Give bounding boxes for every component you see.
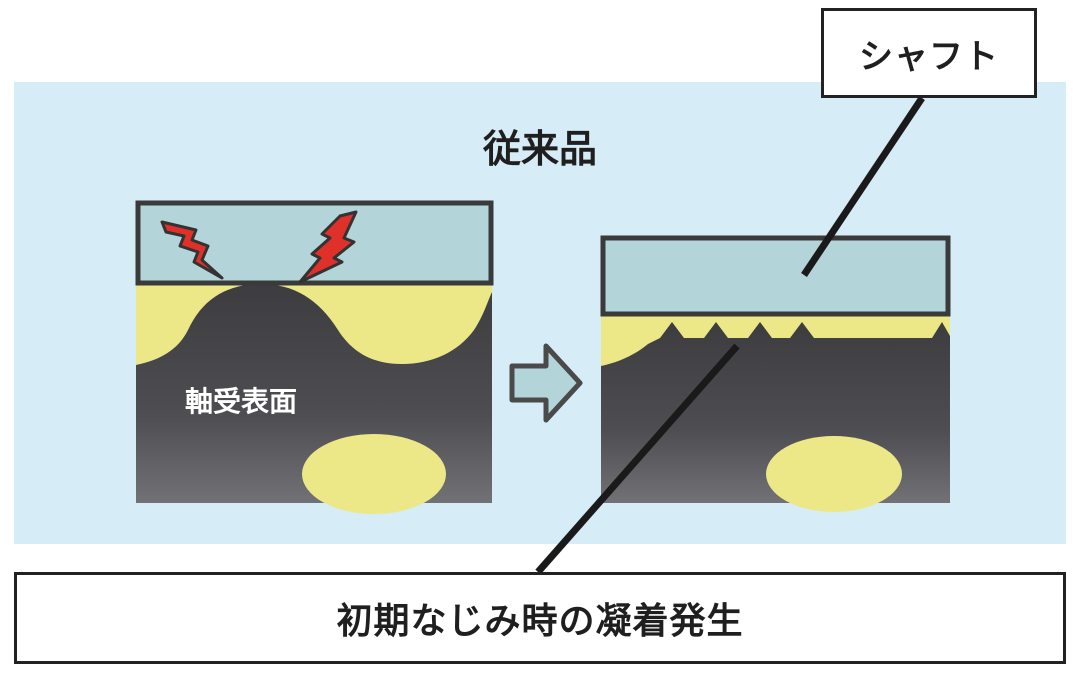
right-bearing-block — [600, 235, 951, 512]
shaft-label: シャフト — [859, 36, 999, 77]
bearing-surface-label: 軸受表面 — [185, 385, 298, 418]
right-yellow-inclusion — [766, 436, 902, 512]
left-bearing-block — [135, 200, 494, 514]
caption-label: 初期なじみ時の凝着発生 — [336, 601, 744, 642]
section-title: 従来品 — [482, 127, 597, 171]
right-arrow-icon — [509, 343, 583, 423]
shaft-label-box: シャフト — [821, 8, 1037, 98]
caption-box: 初期なじみ時の凝着発生 — [14, 572, 1066, 664]
left-yellow-inclusion — [302, 434, 446, 514]
right-shaft — [600, 235, 951, 317]
shaft-leader-line — [801, 96, 925, 277]
lightning-spark-icon — [160, 220, 224, 280]
adhesion-leader-line — [535, 343, 740, 575]
lightning-spark-icon — [298, 210, 358, 284]
